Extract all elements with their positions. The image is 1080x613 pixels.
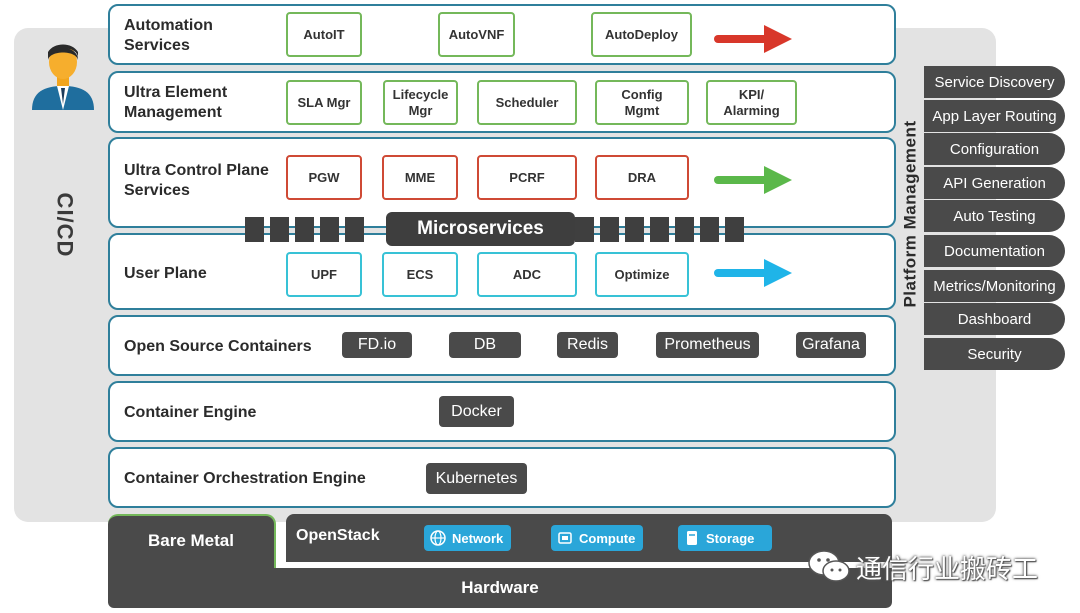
platform-management-title: Platform Management — [901, 120, 920, 308]
adc-box: ADC — [477, 252, 577, 297]
user-avatar-icon — [32, 44, 94, 110]
grafana-pill: Grafana — [796, 332, 866, 358]
openstack-compute-label: Compute — [579, 530, 636, 546]
pm-item-app-layer-routing: App Layer Routing — [924, 100, 1065, 132]
openstack-title: OpenStack — [296, 527, 380, 544]
openstack-network: Network — [424, 525, 512, 551]
openstack-compute: Compute — [551, 525, 644, 551]
autovnf-box: AutoVNF — [438, 12, 515, 57]
pm-item-metrics-monitoring: Metrics/Monitoring — [924, 270, 1065, 302]
autodeploy-box: AutoDeploy — [591, 12, 692, 57]
pm-item-api-generation: API Generation — [924, 167, 1065, 199]
fdio-pill: FD.io — [342, 332, 412, 358]
container-engine-title: Container Engine — [124, 404, 257, 421]
mme-box: MME — [382, 155, 458, 200]
microservices-left-blocks — [245, 217, 385, 242]
redis-pill: Redis — [557, 332, 618, 358]
orchestration-engine-layer: Container Orchestration Engine — [108, 447, 896, 508]
ecs-box: ECS — [382, 252, 458, 297]
config-mgmt-box: Config Mgmt — [595, 80, 689, 125]
chip-icon — [558, 532, 572, 544]
optimize-box: Optimize — [595, 252, 689, 297]
lifecycle-mgr-box: Lifecycle Mgr — [383, 80, 458, 125]
kubernetes-pill: Kubernetes — [426, 463, 527, 494]
cyan-arrow-icon — [714, 259, 792, 287]
orchestration-engine-title: Container Orchestration Engine — [124, 470, 366, 487]
db-pill: DB — [449, 332, 521, 358]
green-arrow-icon — [714, 166, 792, 194]
autoit-box: AutoIT — [286, 12, 362, 57]
pm-item-dashboard: Dashboard — [924, 303, 1065, 335]
openstack-storage-label: Storage — [706, 530, 755, 546]
microservices-right-blocks — [575, 217, 745, 242]
open-source-containers-title: Open Source Containers — [124, 338, 312, 355]
bare-metal-block: Bare Metal — [108, 514, 276, 576]
openstack-network-label: Network — [452, 530, 504, 546]
microservices-label: Microservices — [386, 212, 575, 246]
sla-mgr-box: SLA Mgr — [286, 80, 362, 125]
user-plane-title: User Plane — [124, 265, 207, 282]
pm-item-service-discovery: Service Discovery — [924, 66, 1065, 98]
kpi-alarming-box: KPI/ Alarming — [706, 80, 797, 125]
dra-box: DRA — [595, 155, 689, 200]
pgw-box: PGW — [286, 155, 362, 200]
watermark-text: 通信行业搬砖工 — [856, 555, 1039, 585]
docker-pill: Docker — [439, 396, 514, 427]
storage-icon — [687, 531, 697, 545]
red-arrow-icon — [714, 25, 792, 53]
globe-icon — [430, 530, 446, 546]
pcrf-box: PCRF — [477, 155, 577, 200]
wechat-icon — [808, 550, 850, 582]
hardware-block: Hardware — [108, 568, 892, 608]
pm-item-documentation: Documentation — [924, 235, 1065, 267]
prometheus-pill: Prometheus — [656, 332, 759, 358]
pm-item-auto-testing: Auto Testing — [924, 200, 1065, 232]
openstack-storage: Storage — [678, 525, 773, 551]
ci-cd-label: CI/CD — [52, 192, 78, 258]
scheduler-box: Scheduler — [477, 80, 577, 125]
pm-item-configuration: Configuration — [924, 133, 1065, 165]
upf-box: UPF — [286, 252, 362, 297]
pm-item-security: Security — [924, 338, 1065, 370]
